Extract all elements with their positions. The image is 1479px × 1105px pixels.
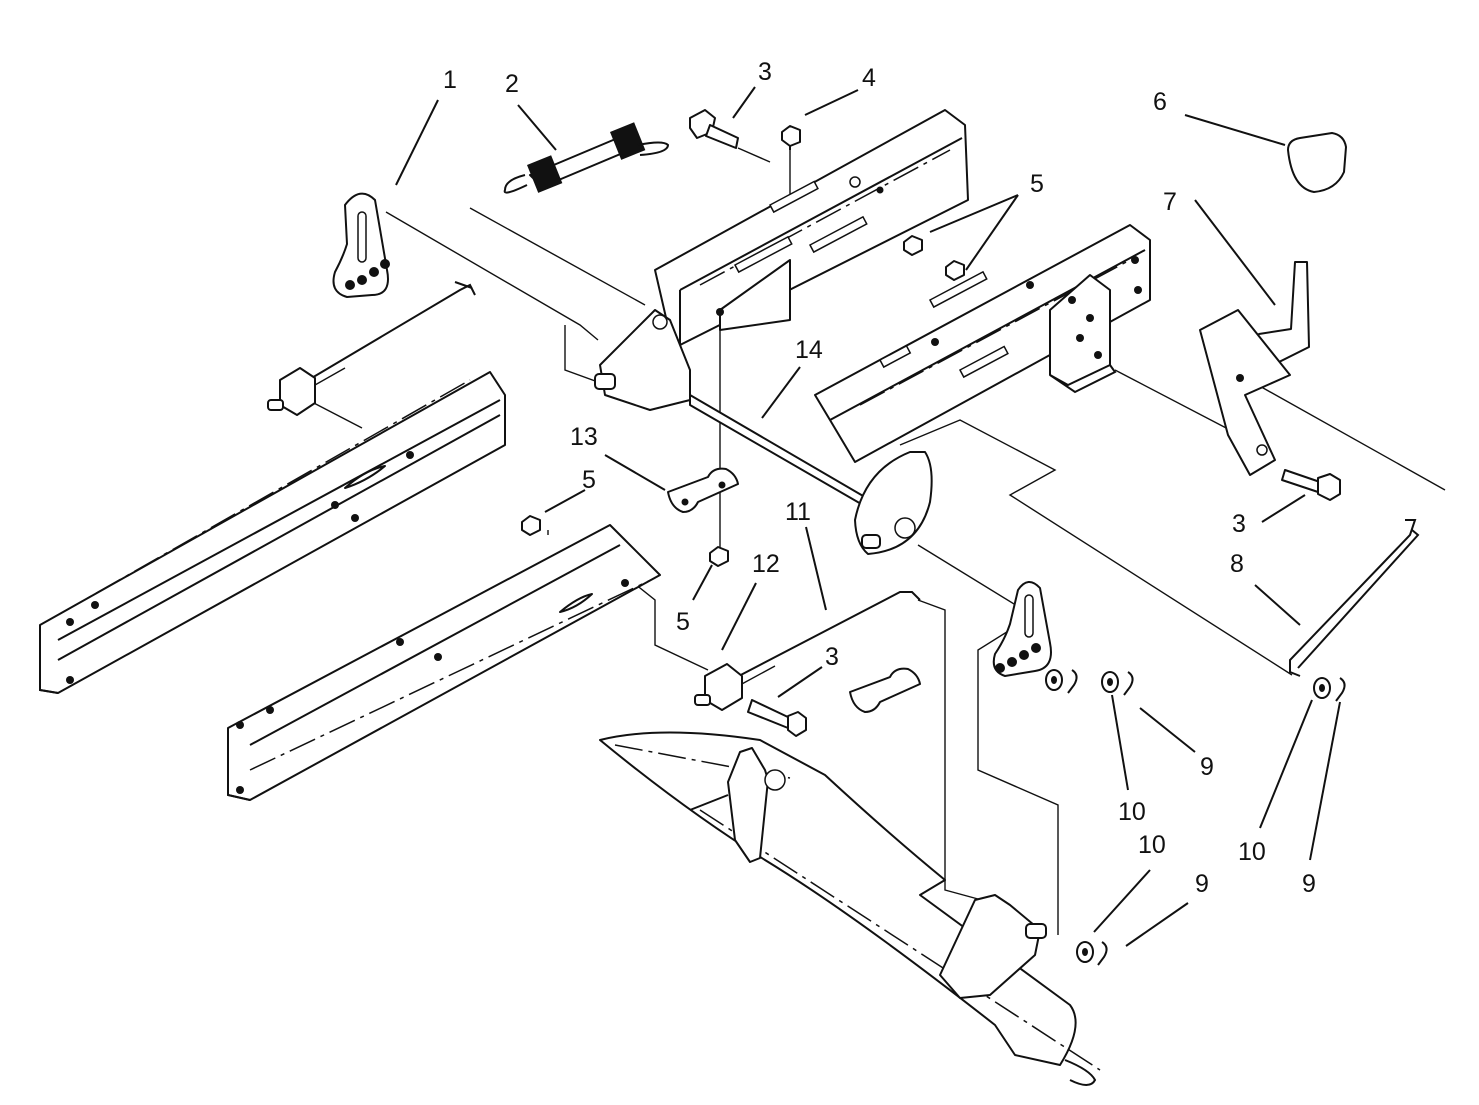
deck-lift-arm (599, 731, 1101, 1086)
nuts (521, 235, 965, 567)
callout-5-left: 5 (582, 466, 596, 494)
callout-9-b: 9 (1195, 870, 1209, 898)
callout-labels: 1 2 3 4 5 6 7 14 13 5 11 12 5 3 3 8 9 10… (443, 58, 1316, 898)
callout-3-top: 3 (758, 58, 772, 86)
callout-3-right: 3 (1232, 510, 1246, 538)
bolt-lower (747, 699, 807, 737)
callout-2: 2 (505, 70, 519, 98)
left-frame-rail (39, 371, 506, 694)
callout-13: 13 (570, 423, 598, 451)
callout-7: 7 (1163, 188, 1177, 216)
control-lever (1199, 261, 1310, 476)
callout-6: 6 (1153, 88, 1167, 116)
threaded-rod-left (267, 281, 476, 416)
callout-10-c: 10 (1238, 838, 1266, 866)
tension-spring (503, 122, 670, 194)
bolt-small (781, 125, 801, 150)
upper-channel-bracket (654, 109, 969, 346)
leader-lines (395, 86, 1341, 947)
right-frame-rail (814, 224, 1151, 463)
callout-3-lower: 3 (825, 643, 839, 671)
lower-frame-rail (227, 524, 661, 801)
callout-9-a: 9 (1200, 753, 1214, 781)
callout-1: 1 (443, 66, 457, 94)
bolt-top (689, 109, 739, 149)
callout-9-c: 9 (1302, 870, 1316, 898)
threaded-rod-11 (694, 591, 921, 711)
callout-10-b: 10 (1138, 831, 1166, 859)
callout-10-a: 10 (1118, 798, 1146, 826)
adjustment-plate-2 (992, 581, 1052, 677)
callout-4: 4 (862, 64, 876, 92)
callout-12: 12 (752, 550, 780, 578)
callout-14: 14 (795, 336, 823, 364)
saddle-clamp-lower (849, 667, 921, 713)
cross-shaft (594, 309, 933, 555)
callout-5-mid: 5 (676, 608, 690, 636)
mounting-bracket-right (1049, 274, 1117, 394)
callout-11: 11 (785, 498, 811, 526)
saddle-clamp-upper (667, 467, 739, 513)
lever-knob (1287, 132, 1347, 193)
bolt-right (1281, 469, 1341, 501)
linkage-rod-8 (1289, 519, 1420, 677)
adjustment-plate-1 (332, 192, 390, 298)
callout-8: 8 (1230, 550, 1244, 578)
washers-and-pins (1045, 669, 1346, 966)
callout-5-top: 5 (1030, 170, 1044, 198)
